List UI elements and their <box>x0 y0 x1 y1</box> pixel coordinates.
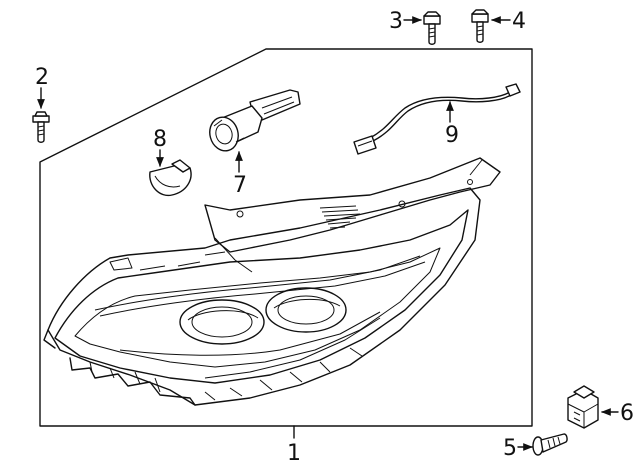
projector-right <box>265 287 347 333</box>
bulb-socket-7 <box>209 89 301 152</box>
callout-1: 1 <box>287 441 301 466</box>
callout-8: 8 <box>153 127 167 152</box>
headlamp-assembly <box>43 157 501 406</box>
assembly-frame <box>39 48 533 427</box>
callout-2: 2 <box>35 65 49 90</box>
bolt-3 <box>423 11 441 45</box>
vent-grill <box>319 205 361 229</box>
bolt-4 <box>471 9 489 43</box>
callout-3: 3 <box>389 9 403 34</box>
callout-5: 5 <box>503 436 517 461</box>
callout-9: 9 <box>445 123 459 148</box>
bolt-2 <box>32 111 50 143</box>
screw-5 <box>532 433 568 456</box>
bulb-8 <box>149 159 192 197</box>
callout-7: 7 <box>233 173 247 198</box>
projector-left <box>179 299 265 345</box>
callout-4: 4 <box>512 9 526 34</box>
callout-6: 6 <box>620 401 634 426</box>
wire-harness-9 <box>353 83 521 155</box>
clip-6 <box>567 385 599 429</box>
